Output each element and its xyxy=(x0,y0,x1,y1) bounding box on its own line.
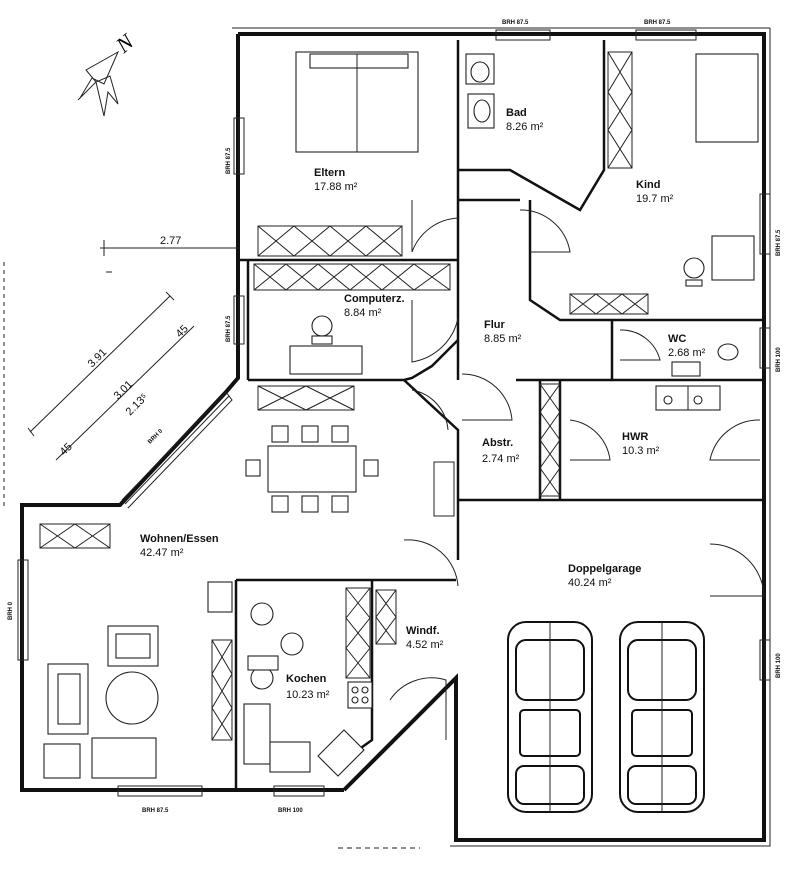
dim-213: 2.13⁵ xyxy=(124,391,151,418)
brh-label: BRH 100 xyxy=(776,653,782,678)
room-area-doppelgarage: 40.24 m² xyxy=(568,577,612,589)
brh-label: BRH 87.5 xyxy=(644,20,671,26)
room-name-eltern: Eltern xyxy=(314,167,345,179)
room-labels: Eltern 17.88 m² Bad 8.26 m² Kind 19.7 m²… xyxy=(140,107,706,701)
dim-277: 2.77 xyxy=(160,235,181,247)
room-name-hwr: HWR xyxy=(622,431,648,443)
room-area-bad: 8.26 m² xyxy=(506,121,544,133)
room-name-doppelgarage: Doppelgarage xyxy=(568,563,641,575)
hwr-machines xyxy=(655,385,721,411)
brh-label: BRH 100 xyxy=(776,347,782,372)
room-area-abstr: 2.74 m² xyxy=(482,453,520,465)
room-area-hwr: 10.3 m² xyxy=(622,445,660,457)
room-name-bad: Bad xyxy=(506,107,527,119)
dim-391: 3.91 xyxy=(86,346,110,370)
living-furniture xyxy=(43,581,233,779)
room-name-wc: WC xyxy=(668,333,686,345)
interior-walls xyxy=(234,40,764,790)
doors xyxy=(389,200,765,740)
room-area-wohnen: 42.47 m² xyxy=(140,547,184,559)
computer-desk xyxy=(289,315,363,375)
brh-label: BRH 0 xyxy=(147,428,164,445)
dim-301: 3.01 xyxy=(112,378,136,402)
outer-walls xyxy=(20,27,771,847)
room-area-eltern: 17.88 m² xyxy=(314,181,358,193)
brh-label: BRH 87.5 xyxy=(502,20,529,26)
brh-label: BRH 87.5 xyxy=(226,147,232,174)
room-area-kind: 19.7 m² xyxy=(636,193,674,205)
room-area-windf: 4.52 m² xyxy=(406,639,444,651)
window-labels: BRH 87.5 BRH 87.5 BRH 87.5 BRH 87.5 BRH … xyxy=(8,20,782,814)
bed xyxy=(295,51,419,153)
room-area-computerz: 8.84 m² xyxy=(344,307,382,319)
room-name-flur: Flur xyxy=(484,319,505,331)
brh-label: BRH 100 xyxy=(278,808,303,814)
wc-fixtures xyxy=(671,343,739,377)
brh-label: BRH 0 xyxy=(8,601,14,620)
windows xyxy=(17,29,771,797)
room-area-kochen: 10.23 m² xyxy=(286,689,330,701)
kind-furniture xyxy=(683,53,759,287)
room-name-wohnen: Wohnen/Essen xyxy=(140,533,219,545)
bath-fixtures xyxy=(465,53,495,129)
room-area-flur: 8.85 m² xyxy=(484,333,522,345)
room-name-abstr: Abstr. xyxy=(482,437,513,449)
room-area-wc: 2.68 m² xyxy=(668,347,706,359)
north-arrow-icon: N xyxy=(77,28,139,117)
room-name-kochen: Kochen xyxy=(286,673,327,685)
brh-label: BRH 87.5 xyxy=(776,229,782,256)
brh-label: BRH 87.5 xyxy=(142,808,169,814)
room-name-windf: Windf. xyxy=(406,625,440,637)
kitchen-fixtures xyxy=(243,602,373,777)
car-left xyxy=(507,621,593,813)
car-right xyxy=(619,621,705,813)
dining-table xyxy=(245,425,379,513)
room-name-kind: Kind xyxy=(636,179,660,191)
brh-label: BRH 87.5 xyxy=(226,315,232,342)
dim-45b: 45 xyxy=(174,323,191,340)
wardrobes xyxy=(39,51,649,741)
room-name-computerz: Computerz. xyxy=(344,293,405,305)
